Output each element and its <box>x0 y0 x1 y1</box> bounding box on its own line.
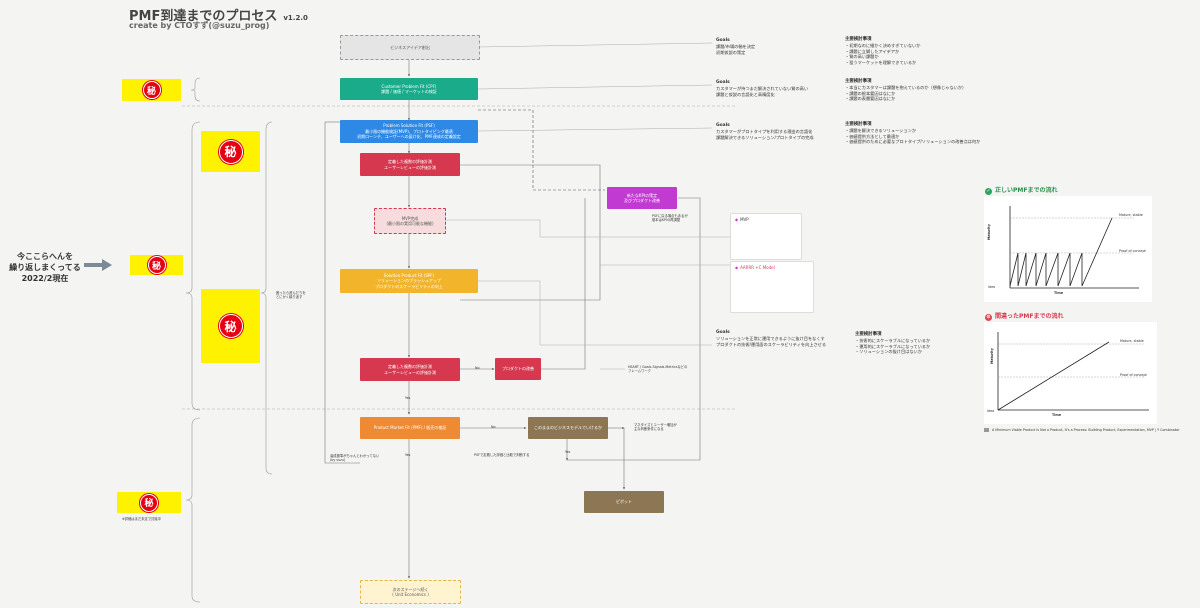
secret-note: ※詳細はまだ未定で討議中 <box>122 517 162 521</box>
psf-eval-box[interactable]: 定義した複数の評価計測 ユーザーレビューの評価計測 <box>360 153 460 176</box>
y-axis-label: Maturity <box>990 348 994 364</box>
repeat-note: 困ったら進んだりを とにかく繰り返す <box>276 291 306 300</box>
no-label: No <box>475 366 480 370</box>
source-caption[interactable]: A Minimum Viable Product Is Not a Produc… <box>984 428 1196 432</box>
no-label: No <box>491 425 496 429</box>
secret-seal-icon: 秘 <box>218 139 243 164</box>
psf-judge-note: PSFで定義した評価と比較で判断する <box>474 453 530 457</box>
psf-back-note: PSFに戻る場合もあるが 基本はKPIの再調整 <box>652 214 688 223</box>
idea-label: Idea <box>987 409 995 413</box>
aarrr-card[interactable]: ◆AARRR +C Model <box>730 261 814 313</box>
diamond-icon: ◆ <box>735 265 739 270</box>
proof-label: Proof of concept <box>1119 249 1146 253</box>
mature-label: Mature, stable <box>1119 213 1143 217</box>
mvp-card[interactable]: ◆MVP <box>730 213 802 260</box>
cpf-box[interactable]: Customer Problem Fit (CPF) 課題 / 価値 / マーケ… <box>340 78 478 100</box>
x-axis-label: Time <box>1052 413 1062 417</box>
author-label: create by CTOすず(@suzu_prog) <box>129 21 270 30</box>
check-icon: ✓ <box>985 188 992 195</box>
checks-cpf: 主要検討事項・本当にカスタマーは課題を抱えているのか（想像じゃないか） ・課題の… <box>845 79 967 102</box>
wrong-chart: Maturity Time Idea Mature, stable Proof … <box>984 322 1157 424</box>
yes-label: Yes <box>565 450 571 454</box>
wrong-chart-title: ⊘間違ったPMFまでの流れ <box>985 313 1064 321</box>
secret-block: 秘 <box>117 492 181 513</box>
secret-block: 秘 <box>201 131 260 172</box>
prohibited-icon: ⊘ <box>985 314 992 321</box>
yes-label: Yes <box>405 453 411 457</box>
loop-label: 今ここらへんを 繰り返しまくってる 2022/2現在 <box>9 252 81 283</box>
pivot-check-box[interactable]: このままのビジネスモデルでいけるか <box>528 417 608 439</box>
diamond-icon: ◆ <box>735 217 739 222</box>
yes-label: Yes <box>405 396 411 400</box>
x-axis-label: Time <box>1054 291 1064 295</box>
product-improve-box[interactable]: プロダクトの改善 <box>495 358 541 380</box>
checks-psf: 主要検討事項・課題を解決できるソリューションか ・価値提供方法として最適か ・価… <box>845 122 981 145</box>
checks-spf: 主要検討事項・技術的にスケーラブルになっているか ・運用的にスケーラブルになって… <box>855 332 931 355</box>
pivot-box[interactable]: ピボット <box>584 491 664 513</box>
correct-chart-title: ✓正しいPMFまでの流れ <box>985 187 1058 195</box>
checks-idea: 主要検討事項・初期なのに細かく決めすぎていないか ・課題に立脚したアイデアか ・… <box>845 37 921 65</box>
mvp-box[interactable]: MVP完成 (最小限の実用可能な機能) <box>374 208 446 234</box>
next-stage-box[interactable]: 次のステージへ続く ( Unit Economics ) <box>360 580 461 604</box>
spf-box[interactable]: Solution Product Fit (SPF) ソリューションのブラッシュ… <box>340 269 478 293</box>
wrong-chart-graph <box>997 332 1149 411</box>
mvp-card-title: MVP <box>740 217 749 222</box>
version-label: v1.2.0 <box>283 14 308 22</box>
idea-label: Idea <box>988 285 996 289</box>
mature-label: Mature, stable <box>1120 339 1144 343</box>
monetize-note: マネタイズとユーザー増加が 主な判断条件になる <box>634 423 677 432</box>
proof-label: Proof of concept <box>1120 373 1147 377</box>
secret-seal-icon: 秘 <box>218 314 243 338</box>
pmf-box[interactable]: Product Market Fit (PMF) / 販売の検証 <box>360 417 460 439</box>
idea-box[interactable]: ビジネスアイデア創出 <box>340 35 480 60</box>
secret-block: 秘 <box>201 289 260 363</box>
link-icon <box>984 428 989 432</box>
heart-note: HEART / Goals-Signals-Metricsなどの フレームワーク <box>628 365 688 374</box>
y-axis-label: Maturity <box>987 224 991 240</box>
secret-seal-icon: 秘 <box>140 493 158 512</box>
secret-block: 秘 <box>122 79 181 101</box>
correct-chart-graph <box>1009 206 1139 289</box>
secret-seal-icon: 秘 <box>142 81 161 99</box>
psf-box[interactable]: Problem Solution Fit (PSF) 最小限の機能検証(MVP)… <box>340 120 478 143</box>
secret-block: 秘 <box>130 255 183 275</box>
aarrr-card-title: AARRR +C Model <box>740 265 775 270</box>
spf-eval-box[interactable]: 定義した複数の評価計測 ユーザーレビューの評価計測 <box>360 358 460 381</box>
correct-chart: Maturity Time Idea Mature, stable Proof … <box>984 196 1152 302</box>
new-kpi-box[interactable]: 新たなKPIの策定 及びプロダクト改善 <box>607 187 677 209</box>
pmf-unsure-note: 達成基準がちゃんとわかってない (by suzu) <box>330 454 380 463</box>
secret-seal-icon: 秘 <box>147 256 166 274</box>
